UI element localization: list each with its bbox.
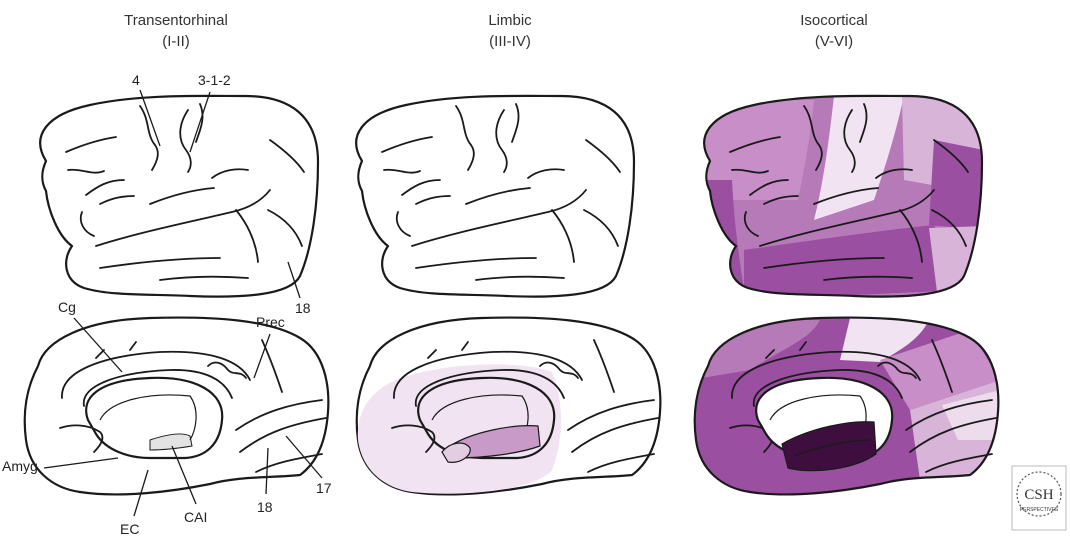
leader-amyg <box>44 458 118 468</box>
stage-subtitle-isocortical: (V-VI) <box>815 33 853 50</box>
logo-sub-text: PERSPECTIVES <box>1020 507 1059 513</box>
leader-area-312 <box>190 92 210 152</box>
logo-main-text: CSH <box>1024 487 1053 503</box>
label-area-18-medial: 18 <box>257 499 273 515</box>
label-amyg: Amyg <box>2 458 38 474</box>
label-area-4: 4 <box>132 72 140 88</box>
iso-occipital-region <box>929 140 984 230</box>
leader-cai <box>172 446 196 504</box>
brain-lateral-limbic <box>356 96 634 297</box>
brain-lateral-transentorhinal <box>40 96 318 297</box>
stage-subtitle-transentorhinal: (I-II) <box>162 33 190 50</box>
stage-title-transentorhinal: Transentorhinal <box>124 12 228 29</box>
leader-cg <box>74 318 122 372</box>
label-area-18-lateral: 18 <box>295 300 311 316</box>
label-prec: Prec <box>256 314 285 330</box>
brain-medial-isocortical <box>690 318 1000 495</box>
transentorhinal-region <box>150 434 192 450</box>
label-area-17: 17 <box>316 480 332 496</box>
label-ec: EC <box>120 521 139 537</box>
leader-area-18-medial <box>266 448 268 494</box>
brain-lateral-isocortical <box>694 96 984 300</box>
brain-medial-transentorhinal <box>25 318 329 495</box>
csh-perspectives-logo: CSH PERSPECTIVES <box>1012 466 1066 530</box>
label-area-312: 3-1-2 <box>198 72 231 88</box>
label-cai: CAI <box>184 509 207 525</box>
stage-title-isocortical: Isocortical <box>800 12 868 29</box>
stage-subtitle-limbic: (III-IV) <box>489 33 531 50</box>
stage-title-limbic: Limbic <box>488 12 532 29</box>
brain-medial-limbic <box>357 318 661 495</box>
label-cg: Cg <box>58 299 76 315</box>
